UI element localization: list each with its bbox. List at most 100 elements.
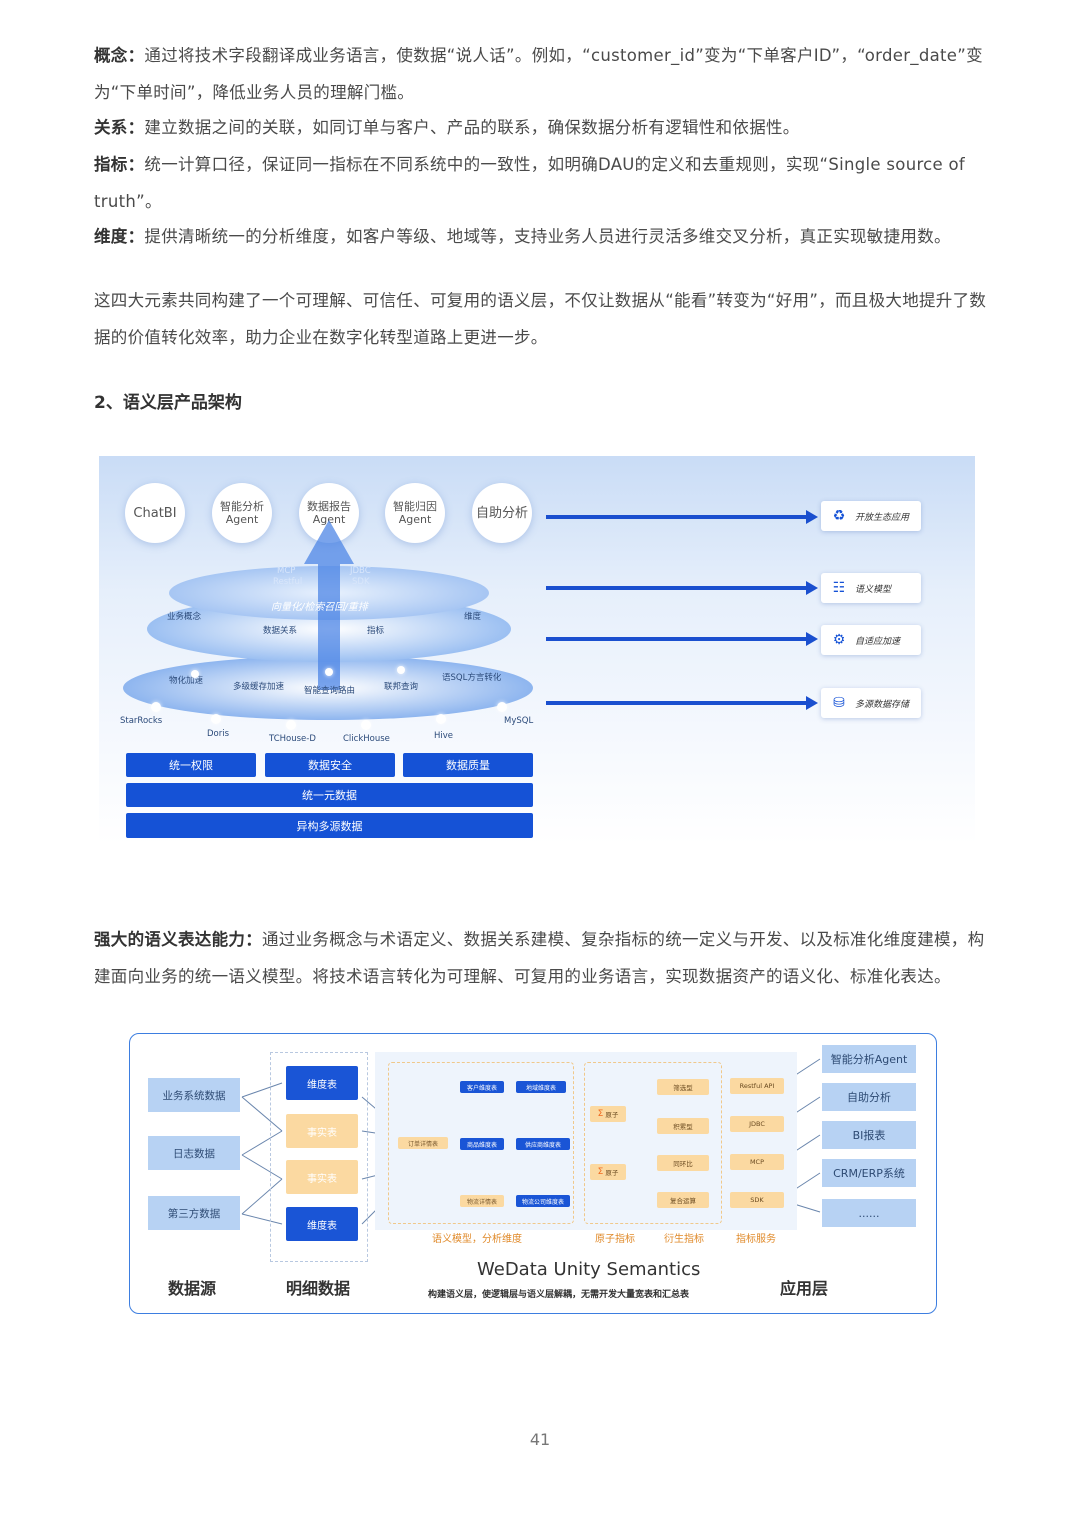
relation-paragraph: 关系：建立数据之间的关联，如同订单与客户、产品的联系，确保数据分析有逻辑性和依据… (94, 110, 994, 147)
engine-mysql: MySQL (504, 716, 533, 726)
multi-source-bar: 异构多源数据 (126, 813, 533, 838)
app-smart-agent: 智能分析Agent (822, 1045, 916, 1073)
service-jdbc: JDBC (730, 1116, 784, 1132)
engine-dot (436, 714, 446, 724)
semantics-flow-diagram: 业务系统数据 日志数据 第三方数据 维度表 事实表 事实表 维度表 订单详情表 … (129, 1033, 937, 1314)
product-subtitle: 构建语义层，使逻辑层与语义层解耦，无需开发大量宽表和汇总表 (428, 1287, 689, 1300)
circle-sublabel: Agent (399, 513, 432, 526)
routing-label: 智能查询路由 (304, 684, 355, 696)
unified-permission-bar: 统一权限 (126, 753, 256, 777)
engine-hive: Hive (434, 731, 453, 741)
bottom-source-label: 数据源 (168, 1275, 216, 1299)
bottom-detail-label: 明细数据 (286, 1275, 350, 1299)
dimension-label: 维度： (94, 227, 144, 246)
dimension-text: 提供清晰统一的分析维度，如客户等级、地域等，支持业务人员进行灵活多维交叉分析，真… (144, 227, 950, 246)
arrow-adaptive (546, 637, 808, 641)
adaptive-accel-card: ⚙ 自适应加速 (821, 625, 921, 655)
sigma-icon: Σ (598, 1167, 604, 1177)
express-label: 强大的语义表达能力： (94, 930, 262, 949)
derived-cumulative: 积累型 (657, 1118, 709, 1134)
detail-dim-table: 维度表 (286, 1066, 358, 1100)
app-more: ...... (822, 1199, 916, 1227)
metric-paragraph: 指标：统一计算口径，保证同一指标在不同系统中的一致性，如明确DAU的定义和去重规… (94, 147, 994, 220)
relation-text: 建立数据之间的关联，如同订单与客户、产品的联系，确保数据分析有逻辑性和依据性。 (144, 118, 799, 137)
summary-paragraph: 这四大元素共同构建了一个可理解、可信任、可复用的语义层，不仅让数据从“能看”转变… (94, 283, 994, 356)
open-ecosystem-card: ♻ 开放生态应用 (821, 501, 921, 531)
recycle-icon: ♻ (829, 508, 849, 524)
arrow-open-ecosystem (546, 515, 808, 519)
source-third-party: 第三方数据 (148, 1196, 240, 1230)
app-self-service: 自助分析 (822, 1083, 916, 1111)
source-log-data: 日志数据 (148, 1136, 240, 1170)
derived-composite: 复合运算 (657, 1192, 709, 1208)
supplier-dim-table: 供应商维度表 (516, 1138, 570, 1150)
card-label: 自适应加速 (855, 634, 900, 647)
database-icon: ⛁ (829, 695, 849, 711)
atomic-metric: Σ 原子 (590, 1106, 626, 1122)
app-bi-report: BI报表 (822, 1121, 916, 1149)
model-caption: 语义模型，分析维度 (432, 1230, 522, 1245)
bottom-app-label: 应用层 (780, 1275, 828, 1299)
atomic-metric: Σ 原子 (590, 1164, 626, 1180)
card-label: 语义模型 (855, 582, 891, 595)
metric-label: 指标 (367, 624, 384, 636)
unified-metadata-bar: 统一元数据 (126, 783, 533, 807)
storage-card: ⛁ 多源数据存储 (821, 688, 921, 718)
service-sdk: SDK (730, 1192, 784, 1208)
circle-label: 智能分析 (220, 500, 264, 513)
service-restful: Restful API (730, 1078, 784, 1094)
detail-fact-table: 事实表 (286, 1160, 358, 1194)
circle-label: 数据报告 (307, 500, 351, 513)
concept-label: 概念： (94, 46, 144, 65)
atomic-caption: 原子指标 (595, 1230, 635, 1245)
sdk-label: SDK (352, 577, 370, 587)
service-caption: 指标服务 (736, 1230, 776, 1245)
product-title: WeData Unity Semantics (477, 1259, 700, 1280)
engine-doris: Doris (207, 729, 229, 739)
data-security-bar: 数据安全 (265, 753, 395, 777)
sigma-icon: Σ (598, 1109, 604, 1119)
derived-yoy: 同环比 (657, 1155, 709, 1171)
network-icon: ☷ (829, 580, 849, 596)
engine-starrocks: StarRocks (120, 716, 162, 726)
engine-dot (211, 714, 221, 724)
engine-dot (151, 702, 161, 712)
circle-sublabel: Agent (226, 513, 259, 526)
engine-dot (497, 702, 507, 712)
self-service-circle: 自助分析 (472, 483, 532, 543)
dialect-label: 语SQL方言转化 (442, 671, 501, 683)
atomic-label: 原子 (605, 1109, 618, 1119)
dimension-paragraph: 维度：提供清晰统一的分析维度，如客户等级、地域等，支持业务人员进行灵活多维交叉分… (94, 219, 994, 256)
federated-label: 联邦查询 (384, 680, 418, 692)
layer-dot (397, 666, 405, 674)
card-label: 多源数据存储 (855, 697, 909, 710)
metric-label: 指标： (94, 155, 144, 174)
gear-icon: ⚙ (829, 632, 849, 648)
engine-tchouse: TCHouse-D (269, 734, 316, 744)
vector-retrieval-label: 向量化/检索召回/重排 (271, 598, 368, 613)
engine-clickhouse: ClickHouse (343, 734, 390, 744)
section-title: 2、语义层产品架构 (94, 388, 242, 413)
card-label: 开放生态应用 (855, 510, 909, 523)
circle-label: ChatBI (133, 507, 176, 520)
app-crm-erp: CRM/ERP系统 (822, 1159, 916, 1187)
atomic-label: 原子 (605, 1167, 618, 1177)
service-mcp: MCP (730, 1154, 784, 1170)
layer-dot (325, 668, 333, 676)
detail-fact-table: 事实表 (286, 1114, 358, 1148)
layer-dot (191, 670, 199, 678)
order-detail-table: 订单详情表 (398, 1137, 448, 1149)
data-quality-bar: 数据质量 (403, 753, 533, 777)
derived-caption: 衍生指标 (664, 1230, 704, 1245)
mcp-label: MCP (277, 566, 295, 576)
logistics-company-table: 物流公司维度表 (516, 1195, 570, 1207)
data-relation-label: 数据关系 (263, 624, 297, 636)
circle-label: 自助分析 (476, 507, 528, 520)
source-business-system: 业务系统数据 (148, 1078, 240, 1112)
circle-label: 智能归因 (393, 500, 437, 513)
jdbc-label: JDBC (350, 566, 371, 576)
semantic-model-card: ☷ 语义模型 (821, 573, 921, 603)
page-number: 41 (0, 1430, 1080, 1449)
